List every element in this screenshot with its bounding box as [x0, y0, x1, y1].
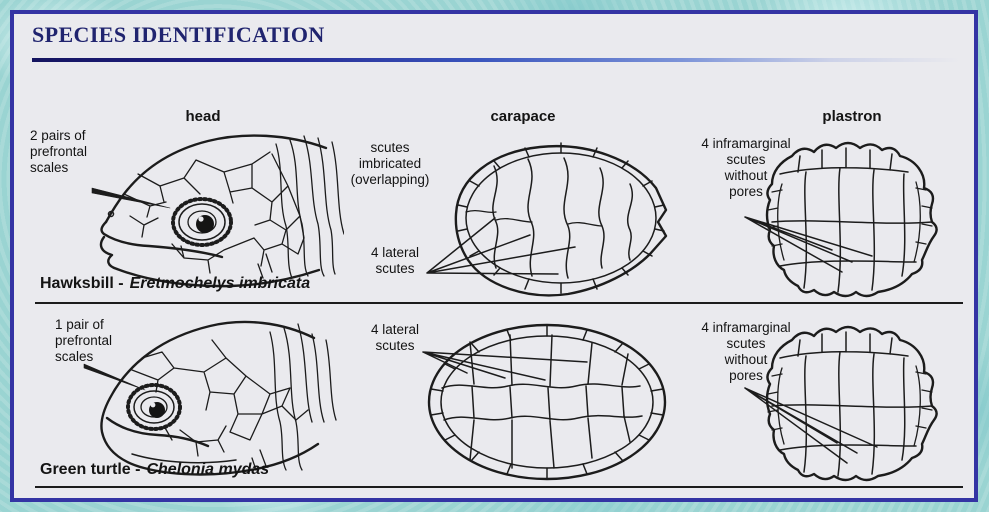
green-turtle-plastron-feature-label: 4 inframarginal scutes without pores [701, 320, 791, 383]
row-divider [35, 302, 963, 304]
hawksbill-carapace-feature-label: scutes imbricated (overlapping) [350, 140, 430, 187]
hawksbill-carapace-illustration [426, 142, 668, 297]
green-turtle-lateral-scutes-label: 4 lateral scutes [370, 322, 420, 353]
column-header-carapace: carapace [490, 108, 556, 125]
hawksbill-lateral-scutes-label: 4 lateral scutes [370, 245, 420, 276]
green-turtle-common-name: Green turtle - [40, 461, 141, 478]
title-underline-rule [32, 58, 960, 62]
species-identification-panel: SPECIES IDENTIFICATION head carapace pla… [10, 10, 978, 502]
green-turtle-carapace-illustration [422, 323, 667, 481]
hawksbill-common-name: Hawksbill - [40, 275, 124, 292]
bottom-rule [35, 486, 963, 488]
green-turtle-head-feature-label: 1 pair of prefrontal scales [55, 317, 113, 364]
green-turtle-head-illustration [83, 320, 337, 476]
hawksbill-scientific-name: Eretmochelys imbricata [129, 275, 311, 292]
column-header-head: head [185, 108, 221, 125]
column-header-plastron: plastron [822, 108, 882, 125]
hawksbill-head-feature-label: 2 pairs of prefrontal scales [30, 128, 88, 175]
page-title: SPECIES IDENTIFICATION [32, 22, 325, 47]
hawksbill-species-caption: Hawksbill - Eretmochelys imbricata [40, 275, 310, 293]
hawksbill-plastron-feature-label: 4 inframarginal scutes without pores [701, 136, 791, 199]
green-turtle-species-caption: Green turtle - Chelonia mydas [40, 461, 269, 479]
green-turtle-scientific-name: Chelonia mydas [146, 461, 270, 478]
hawksbill-head-illustration [91, 134, 344, 288]
hawksbill-plastron-illustration [744, 141, 938, 298]
green-turtle-plastron-illustration [744, 325, 938, 482]
